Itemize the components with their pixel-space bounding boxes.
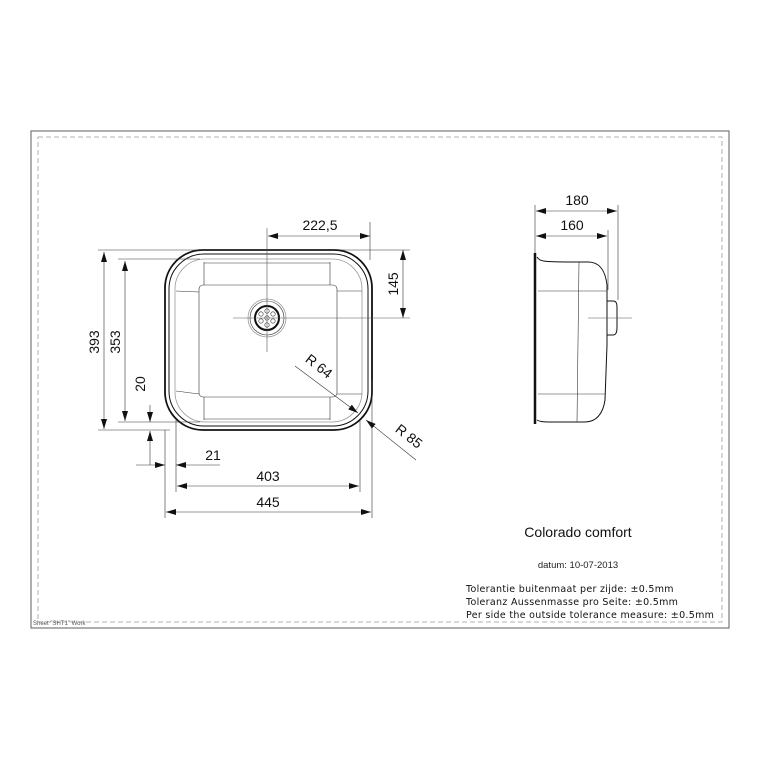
sink-side-view: [533, 205, 632, 424]
dim-outer-radius: R 85: [392, 421, 425, 452]
dim-inner-height: 353: [107, 330, 123, 354]
dim-outer-height: 393: [86, 330, 102, 354]
dim-outer-width: 445: [256, 494, 280, 510]
dim-bowl-depth: 160: [560, 217, 584, 233]
tolerance-line-en: Per side the outside tolerance measure: …: [466, 610, 714, 621]
dim-total-depth: 180: [565, 192, 589, 208]
date-label: datum: 10-07-2013: [538, 560, 618, 571]
sheet-label: Sheet "SHT1" Work: [33, 621, 87, 627]
dim-inner-radius: R 64: [302, 351, 335, 382]
tolerance-line-de: Toleranz Aussenmasse pro Seite: ±0.5mm: [465, 597, 678, 608]
drawing-frame: [30, 130, 730, 629]
dim-rim-bottom: 20: [132, 376, 148, 392]
dim-drain-offset-y: 145: [385, 272, 401, 296]
tolerance-line-nl: Tolerantie buitenmaat per zijde: ±0.5mm: [465, 584, 674, 595]
dim-drain-offset-x: 222,5: [302, 217, 337, 233]
product-name: Colorado comfort: [524, 524, 631, 540]
sink-top-view: [164, 228, 410, 431]
dim-inner-width: 403: [256, 468, 280, 484]
dimension-lines: [98, 222, 417, 518]
dim-rim-side: 21: [205, 447, 221, 463]
